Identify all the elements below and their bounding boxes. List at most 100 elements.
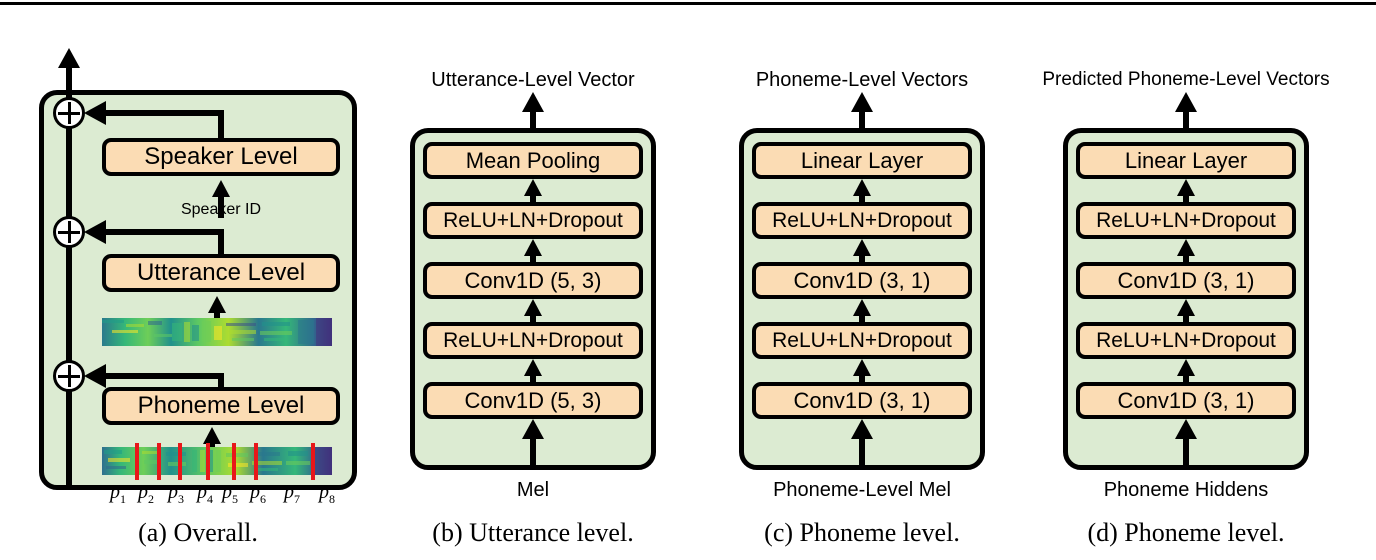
conv1d-top-box-d[interactable]: Conv1D (3, 1): [1076, 262, 1296, 299]
speaker-id-label: Speaker ID: [180, 201, 262, 218]
panel-b-arrow-3: [524, 299, 542, 316]
panel-d-output-line: [1183, 107, 1189, 147]
mean-pooling-label: Mean Pooling: [465, 147, 601, 173]
panel-c-conn-3: [859, 312, 865, 322]
phoneme-label-p2: p2: [138, 481, 154, 506]
panel-d-conn-1: [1183, 192, 1189, 202]
relu-ln-dropout-top-box-c[interactable]: ReLU+LN+Dropout: [752, 202, 972, 239]
phoneme-label-p1: p1: [110, 481, 126, 506]
phoneme-divider: [311, 443, 315, 480]
relu-ln-dropout-top-box-d[interactable]: ReLU+LN+Dropout: [1076, 202, 1296, 239]
utterance-level-box[interactable]: Utterance Level: [102, 254, 340, 292]
panel-d-input-label: Phoneme Hiddens: [1103, 479, 1269, 501]
linear-layer-box-d[interactable]: Linear Layer: [1076, 142, 1296, 179]
relu-ln-dropout-top-box-b[interactable]: ReLU+LN+Dropout: [423, 202, 643, 239]
utterance-input-line: [214, 308, 220, 318]
linear-layer-label: Linear Layer: [800, 147, 924, 173]
residual-trunk-arrowhead: [58, 48, 80, 68]
phoneme-feedback-hline: [100, 373, 224, 379]
panel-c-output-arrowhead: [851, 92, 873, 112]
phoneme-divider: [254, 443, 258, 480]
phoneme-divider: [157, 443, 161, 480]
panel-b-conn-3: [530, 312, 536, 322]
phoneme-subscript: 4: [207, 492, 213, 506]
utterance-feedback-vline: [218, 229, 224, 256]
relu-ln-dropout-bottom-box-c[interactable]: ReLU+LN+Dropout: [752, 322, 972, 359]
panel-c-input-arrowhead: [851, 419, 873, 439]
panel-b-conn-1: [530, 192, 536, 202]
phoneme-subscript: 6: [260, 492, 266, 506]
phoneme-subscript: 8: [329, 492, 335, 506]
panel-a-caption: (a) Overall.: [138, 518, 258, 547]
speaker-id-arrowhead: [212, 180, 230, 197]
panel-d-conn-2: [1183, 252, 1189, 262]
panel-b-arrow-2: [524, 239, 542, 256]
relu-ln-dropout-bottom-label: ReLU+LN+Dropout: [443, 329, 623, 352]
linear-layer-label: Linear Layer: [1124, 147, 1248, 173]
relu-ln-dropout-bottom-box-d[interactable]: ReLU+LN+Dropout: [1076, 322, 1296, 359]
utterance-level-label: Utterance Level: [136, 259, 306, 286]
panel-b-input-label: Mel: [516, 479, 550, 501]
phoneme-feedback-arrowhead: [84, 364, 106, 388]
conv1d-top-label: Conv1D (3, 1): [793, 267, 931, 293]
panel-b-input-line: [530, 432, 536, 470]
panel-c-conn-2: [859, 252, 865, 262]
phoneme-label-p6: p6: [250, 481, 266, 506]
conv1d-bottom-box-c[interactable]: Conv1D (3, 1): [752, 382, 972, 419]
panel-d-caption: (d) Phoneme level.: [1087, 518, 1285, 547]
mean-pooling-box[interactable]: Mean Pooling: [423, 142, 643, 179]
conv1d-bottom-box-d[interactable]: Conv1D (3, 1): [1076, 382, 1296, 419]
utterance-feedback-arrowhead: [84, 220, 106, 244]
speaker-level-box[interactable]: Speaker Level: [102, 138, 340, 176]
panel-b-conn-4: [530, 372, 536, 382]
top-horizontal-rule: [0, 2, 1376, 5]
panel-d-output-arrowhead: [1175, 92, 1197, 112]
panel-c-conn-1: [859, 192, 865, 202]
conv1d-bottom-label: Conv1D (5, 3): [464, 387, 602, 413]
panel-c-arrow-1: [853, 179, 871, 196]
phoneme-input-line: [209, 440, 215, 452]
phoneme-label-p8: p8: [319, 481, 335, 506]
panel-c-input-label: Phoneme-Level Mel: [773, 479, 951, 501]
phoneme-label-p4: p4: [197, 481, 213, 506]
panel-c-output-label: Phoneme-Level Vectors: [755, 69, 969, 91]
panel-d-input-line: [1183, 432, 1189, 470]
panel-d-arrow-1: [1177, 179, 1195, 196]
conv1d-bottom-label: Conv1D (3, 1): [793, 387, 931, 413]
panel-b-output-label: Utterance-Level Vector: [431, 69, 635, 91]
panel-d-output-label: Predicted Phoneme-Level Vectors: [1042, 69, 1330, 90]
phoneme-feedback-vline: [218, 373, 224, 399]
phoneme-label-p5: p5: [222, 481, 238, 506]
panel-b-caption: (b) Utterance level.: [432, 518, 634, 547]
phoneme-label-p7: p7: [284, 481, 300, 506]
phoneme-level-box[interactable]: Phoneme Level: [102, 387, 340, 425]
relu-ln-dropout-bottom-box-b[interactable]: ReLU+LN+Dropout: [423, 322, 643, 359]
phoneme-level-label: Phoneme Level: [137, 392, 305, 419]
panel-c-arrow-2: [853, 239, 871, 256]
phoneme-subscript: 3: [178, 492, 184, 506]
panel-b-arrow-4: [524, 359, 542, 376]
conv1d-top-label: Conv1D (3, 1): [1117, 267, 1255, 293]
panel-b-input-arrowhead: [522, 419, 544, 439]
speaker-feedback-arrowhead: [84, 101, 106, 125]
phoneme-subscript: 1: [120, 492, 126, 506]
phoneme-divider: [206, 443, 210, 480]
phoneme-divider: [135, 443, 139, 480]
relu-ln-dropout-top-label: ReLU+LN+Dropout: [1096, 209, 1276, 232]
phoneme-subscript: 5: [232, 492, 238, 506]
panel-d-conn-3: [1183, 312, 1189, 322]
phoneme-subscript: 7: [294, 492, 300, 506]
relu-ln-dropout-top-label: ReLU+LN+Dropout: [772, 209, 952, 232]
relu-ln-dropout-top-label: ReLU+LN+Dropout: [443, 209, 623, 232]
conv1d-top-box-b[interactable]: Conv1D (5, 3): [423, 262, 643, 299]
speaker-level-label: Speaker Level: [144, 143, 298, 170]
phoneme-divider: [178, 443, 182, 480]
panel-d-conn-4: [1183, 372, 1189, 382]
add-node-utterance: [53, 216, 85, 248]
conv1d-bottom-box-b[interactable]: Conv1D (5, 3): [423, 382, 643, 419]
panel-c-conn-4: [859, 372, 865, 382]
phoneme-divider: [232, 443, 236, 480]
conv1d-top-box-c[interactable]: Conv1D (3, 1): [752, 262, 972, 299]
utterance-feedback-hline: [100, 229, 224, 235]
linear-layer-box-c[interactable]: Linear Layer: [752, 142, 972, 179]
